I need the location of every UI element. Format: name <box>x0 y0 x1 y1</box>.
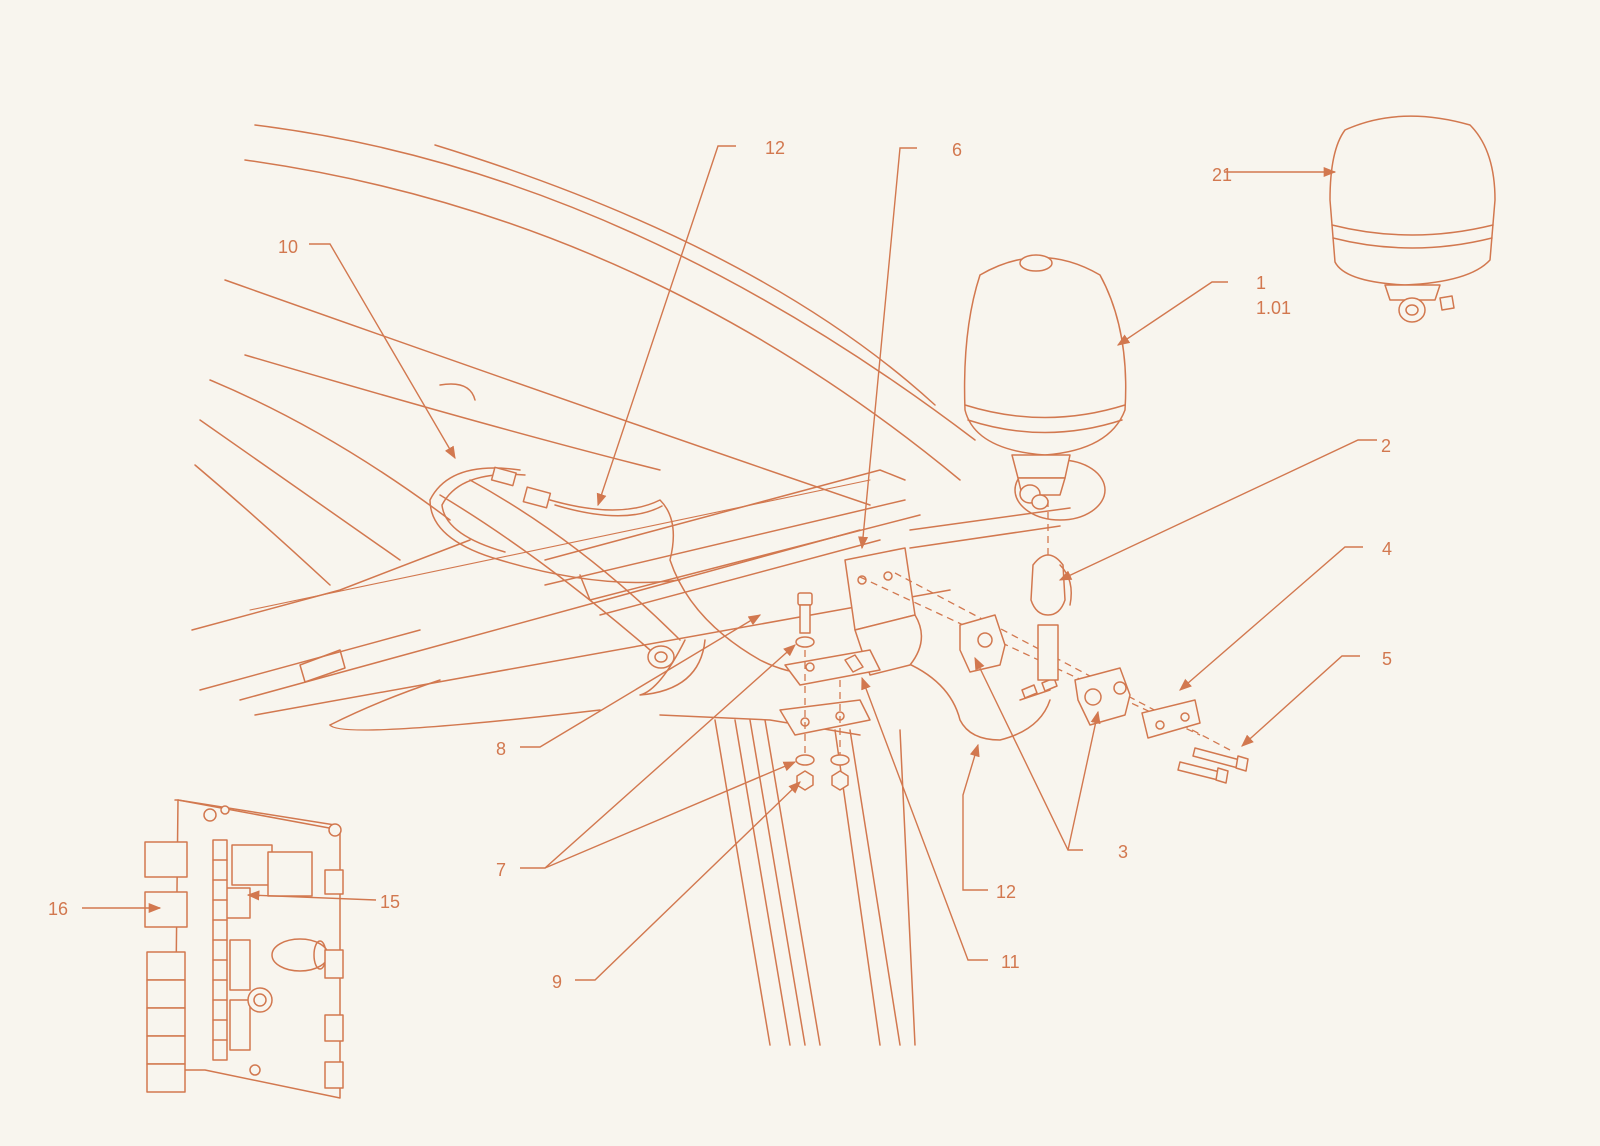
callout-9: 9 <box>552 972 562 992</box>
callout-4: 4 <box>1382 539 1392 559</box>
leader-lines <box>82 145 1377 981</box>
callout-2: 2 <box>1381 436 1391 456</box>
callout-16: 16 <box>48 899 68 919</box>
callout-15: 15 <box>380 892 400 912</box>
callout-3: 3 <box>1118 842 1128 862</box>
beacon-light-alt <box>1329 115 1496 323</box>
callout-10: 10 <box>278 237 298 257</box>
callout-1-01: 1.01 <box>1256 298 1291 318</box>
callout-11: 11 <box>1001 952 1020 972</box>
control-board <box>144 799 344 1099</box>
callout-7: 7 <box>496 860 506 880</box>
light-mount-parts <box>859 500 1249 784</box>
cable-harness <box>429 466 1058 741</box>
callout-6: 6 <box>952 140 962 160</box>
callout-12-top: 12 <box>765 138 785 158</box>
callout-labels: 12 6 21 1 1.01 10 2 4 5 8 7 9 3 12 11 16… <box>48 138 1392 992</box>
callout-8: 8 <box>496 739 506 759</box>
callout-21: 21 <box>1212 165 1232 185</box>
mounting-bracket <box>779 547 923 791</box>
roof-frame <box>191 124 1106 1046</box>
callout-5: 5 <box>1382 649 1392 669</box>
beacon-light <box>963 254 1127 510</box>
callout-1: 1 <box>1256 273 1266 293</box>
callout-12-bottom: 12 <box>996 882 1016 902</box>
